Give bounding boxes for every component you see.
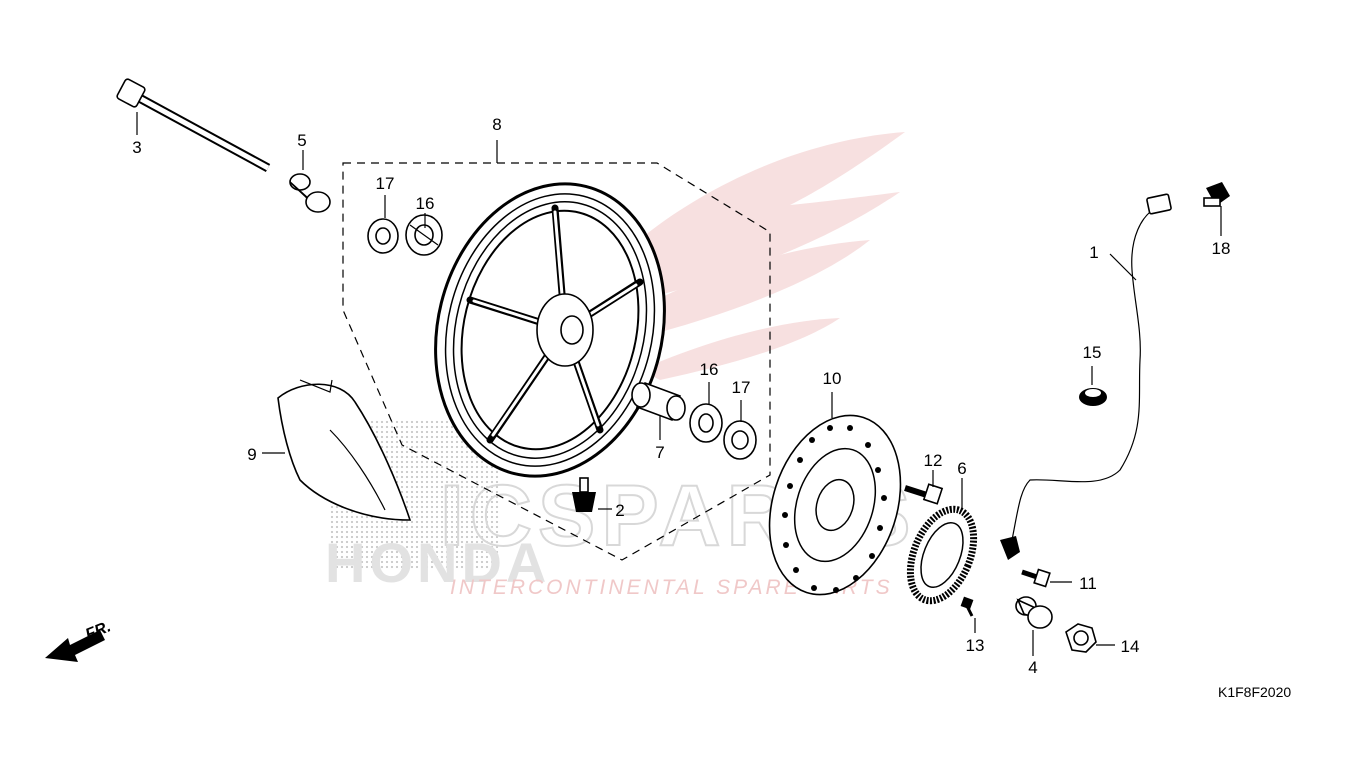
callout-5: 5 <box>297 131 306 150</box>
bearing-right[interactable] <box>689 403 723 443</box>
callout-4: 4 <box>1028 658 1037 677</box>
callout-8: 8 <box>492 115 501 134</box>
direction-label: FR. <box>83 618 113 643</box>
axle-bolt[interactable] <box>116 78 271 172</box>
brake-disc[interactable] <box>748 398 923 611</box>
cable-clip[interactable] <box>1079 388 1107 406</box>
pulser-screw[interactable] <box>960 596 974 617</box>
callout-10: 10 <box>823 369 842 388</box>
callout-7: 7 <box>655 443 664 462</box>
watermark-honda: HONDA <box>325 531 550 594</box>
front-fender[interactable] <box>277 379 412 521</box>
axle-nut[interactable] <box>1065 623 1097 653</box>
distance-collar[interactable] <box>631 381 686 422</box>
speed-sensor[interactable] <box>1000 193 1172 560</box>
callout-18: 18 <box>1212 239 1231 258</box>
callout-15: 15 <box>1083 343 1102 362</box>
dust-seal-left[interactable] <box>367 218 399 254</box>
front-wheel[interactable] <box>406 159 695 500</box>
callout-14: 14 <box>1121 637 1140 656</box>
callout-3: 3 <box>132 138 141 157</box>
leader-1 <box>1109 253 1137 281</box>
wheel-assembly-boundary <box>342 162 771 561</box>
callout-13: 13 <box>966 636 985 655</box>
callout-6: 6 <box>957 459 966 478</box>
callout-17-left: 17 <box>376 174 395 193</box>
diagram-code: K1F8F2020 <box>1218 684 1291 700</box>
tire-valve[interactable] <box>572 477 596 512</box>
callout-16-right: 16 <box>700 360 719 379</box>
callout-12: 12 <box>924 451 943 470</box>
callout-11: 11 <box>1079 574 1097 593</box>
cable-clamp[interactable] <box>1203 182 1230 207</box>
honda-wing-logo <box>590 132 905 380</box>
callout-9: 9 <box>247 445 256 464</box>
callout-1: 1 <box>1089 243 1098 262</box>
pulser-ring[interactable] <box>898 500 986 610</box>
disc-bolt[interactable] <box>904 483 944 505</box>
watermark-tagline: INTERCONTINENTAL SPARE PARTS <box>450 576 893 599</box>
right-side-collar[interactable] <box>1015 596 1053 629</box>
sensor-bolt[interactable] <box>1021 568 1051 588</box>
dust-seal-right[interactable] <box>723 420 757 460</box>
front-direction-arrow-icon <box>45 630 105 662</box>
side-collar[interactable] <box>289 173 331 213</box>
callout-2: 2 <box>615 501 624 520</box>
callout-16-left: 16 <box>416 194 435 213</box>
callout-17-right: 17 <box>732 378 751 397</box>
bearing-left[interactable] <box>405 214 443 256</box>
